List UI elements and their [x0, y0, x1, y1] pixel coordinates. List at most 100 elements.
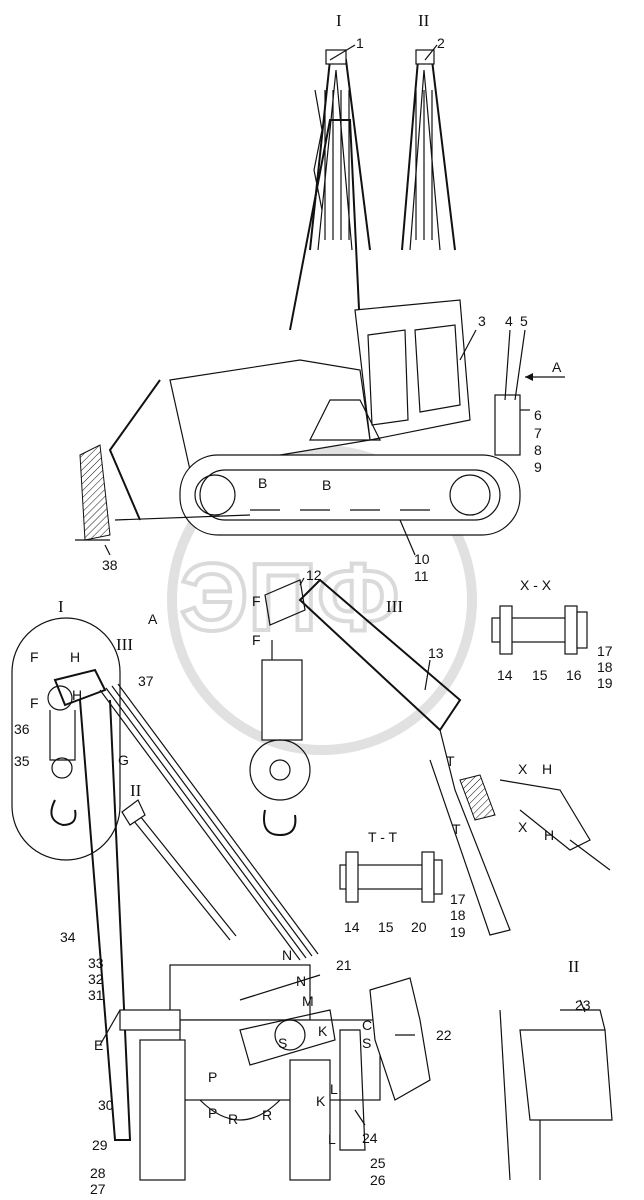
- callout-11: 11: [414, 568, 429, 584]
- callout-28: 28: [90, 1165, 106, 1181]
- section-title-XX: X - X: [520, 577, 552, 593]
- mark-H-1: H: [70, 649, 80, 665]
- callout-13: 13: [428, 645, 444, 661]
- boom-view-II: [401, 49, 456, 251]
- callout-19-tt: 19: [450, 924, 466, 940]
- callout-14-tt: 14: [344, 919, 360, 935]
- mark-X-2: X: [518, 819, 528, 835]
- callout-18-tt: 18: [450, 907, 466, 923]
- boom-leg-34: [79, 699, 132, 1141]
- callout-1: 1: [356, 35, 364, 51]
- callout-36: 36: [14, 721, 30, 737]
- mark-F-3: F: [30, 649, 39, 665]
- mark-L-1: L: [330, 1081, 338, 1097]
- mark-H-3: H: [542, 761, 552, 777]
- section-TT: [339, 851, 443, 903]
- callout-31: 31: [88, 987, 104, 1003]
- callout-10: 10: [414, 551, 430, 567]
- mark-K-1: K: [318, 1023, 328, 1039]
- mark-S-1: S: [278, 1035, 287, 1051]
- callout-3: 3: [478, 313, 486, 329]
- section-title-TT: T - T: [368, 829, 397, 845]
- mark-E: E: [94, 1037, 103, 1053]
- mark-M: M: [302, 993, 314, 1009]
- view-title-III-detail: III: [116, 635, 133, 654]
- mark-L-2: L: [328, 1131, 336, 1147]
- callout-20: 20: [411, 919, 427, 935]
- mark-H-2: H: [72, 687, 82, 703]
- mark-X-1: X: [518, 761, 528, 777]
- view-title-II-top: II: [418, 11, 430, 30]
- callout-17-xx: 17: [597, 643, 613, 659]
- view-title-A-detail: A: [148, 611, 158, 627]
- mark-K-2: K: [316, 1093, 326, 1109]
- callout-29: 29: [92, 1137, 108, 1153]
- callout-27: 27: [90, 1181, 106, 1197]
- tractor-side-view: [75, 119, 521, 541]
- callout-26: 26: [370, 1172, 386, 1188]
- mark-S-2: S: [362, 1035, 371, 1051]
- callout-16: 16: [566, 667, 582, 683]
- leader-lines: [99, 44, 586, 1140]
- mark-F-2: F: [252, 632, 261, 648]
- mark-P-2: P: [208, 1105, 217, 1121]
- mark-R-1: R: [228, 1111, 238, 1127]
- bracket-22: [339, 977, 431, 1151]
- watermark-text: ЭПФ: [180, 544, 399, 651]
- mark-R-2: R: [262, 1107, 272, 1123]
- callout-5: 5: [520, 313, 528, 329]
- mark-N-1: N: [282, 947, 292, 963]
- winch-mechanism: [119, 964, 381, 1181]
- callout-24: 24: [362, 1130, 378, 1146]
- mark-B-2: B: [322, 477, 331, 493]
- callout-30: 30: [98, 1097, 114, 1113]
- callout-2: 2: [437, 35, 445, 51]
- mark-H-4: H: [544, 827, 554, 843]
- callout-38: 38: [102, 557, 118, 573]
- mark-T-1: T: [446, 753, 455, 769]
- callout-15-tt: 15: [378, 919, 394, 935]
- view-title-I-top: I: [336, 11, 342, 30]
- callout-35: 35: [14, 753, 30, 769]
- detail-hook-upper: [249, 579, 311, 837]
- callout-37: 37: [138, 673, 154, 689]
- callout-19-xx: 19: [597, 675, 613, 691]
- mark-N-2: N: [296, 973, 306, 989]
- cable-strands: [99, 683, 319, 961]
- mark-C: C: [362, 1017, 372, 1033]
- callout-6: 6: [534, 407, 542, 423]
- callout-8: 8: [534, 442, 542, 458]
- view-arrow-A: [525, 373, 565, 381]
- mark-F-4: F: [30, 695, 39, 711]
- callout-23: 23: [575, 997, 591, 1013]
- mark-T-2: T: [452, 821, 461, 837]
- view-title-A-arrow: A: [552, 359, 562, 375]
- callout-7: 7: [534, 425, 542, 441]
- mark-F-1: F: [252, 593, 261, 609]
- mark-P-1: P: [208, 1069, 217, 1085]
- view-II-right: [499, 1009, 613, 1181]
- callout-15-xx: 15: [532, 667, 548, 683]
- section-XX: [491, 605, 588, 655]
- callout-18-xx: 18: [597, 659, 613, 675]
- view-title-I-detail: I: [58, 597, 64, 616]
- callout-17-tt: 17: [450, 891, 466, 907]
- callout-25: 25: [370, 1155, 386, 1171]
- mark-G: G: [118, 752, 129, 768]
- mark-B-1: B: [258, 475, 267, 491]
- callout-4: 4: [505, 313, 513, 329]
- callout-33: 33: [88, 955, 104, 971]
- view-title-II-right: II: [568, 957, 580, 976]
- boom-view-III: [298, 578, 611, 936]
- detail-II-mid: [121, 799, 237, 941]
- watermark: ЭПФ: [167, 445, 477, 755]
- view-title-II-mid: II: [130, 781, 142, 800]
- callout-22: 22: [436, 1027, 452, 1043]
- callout-32: 32: [88, 971, 104, 987]
- callout-9: 9: [534, 459, 542, 475]
- callout-14-xx: 14: [497, 667, 513, 683]
- detail-I-frame: [11, 617, 121, 861]
- boom-view-I: [309, 49, 371, 251]
